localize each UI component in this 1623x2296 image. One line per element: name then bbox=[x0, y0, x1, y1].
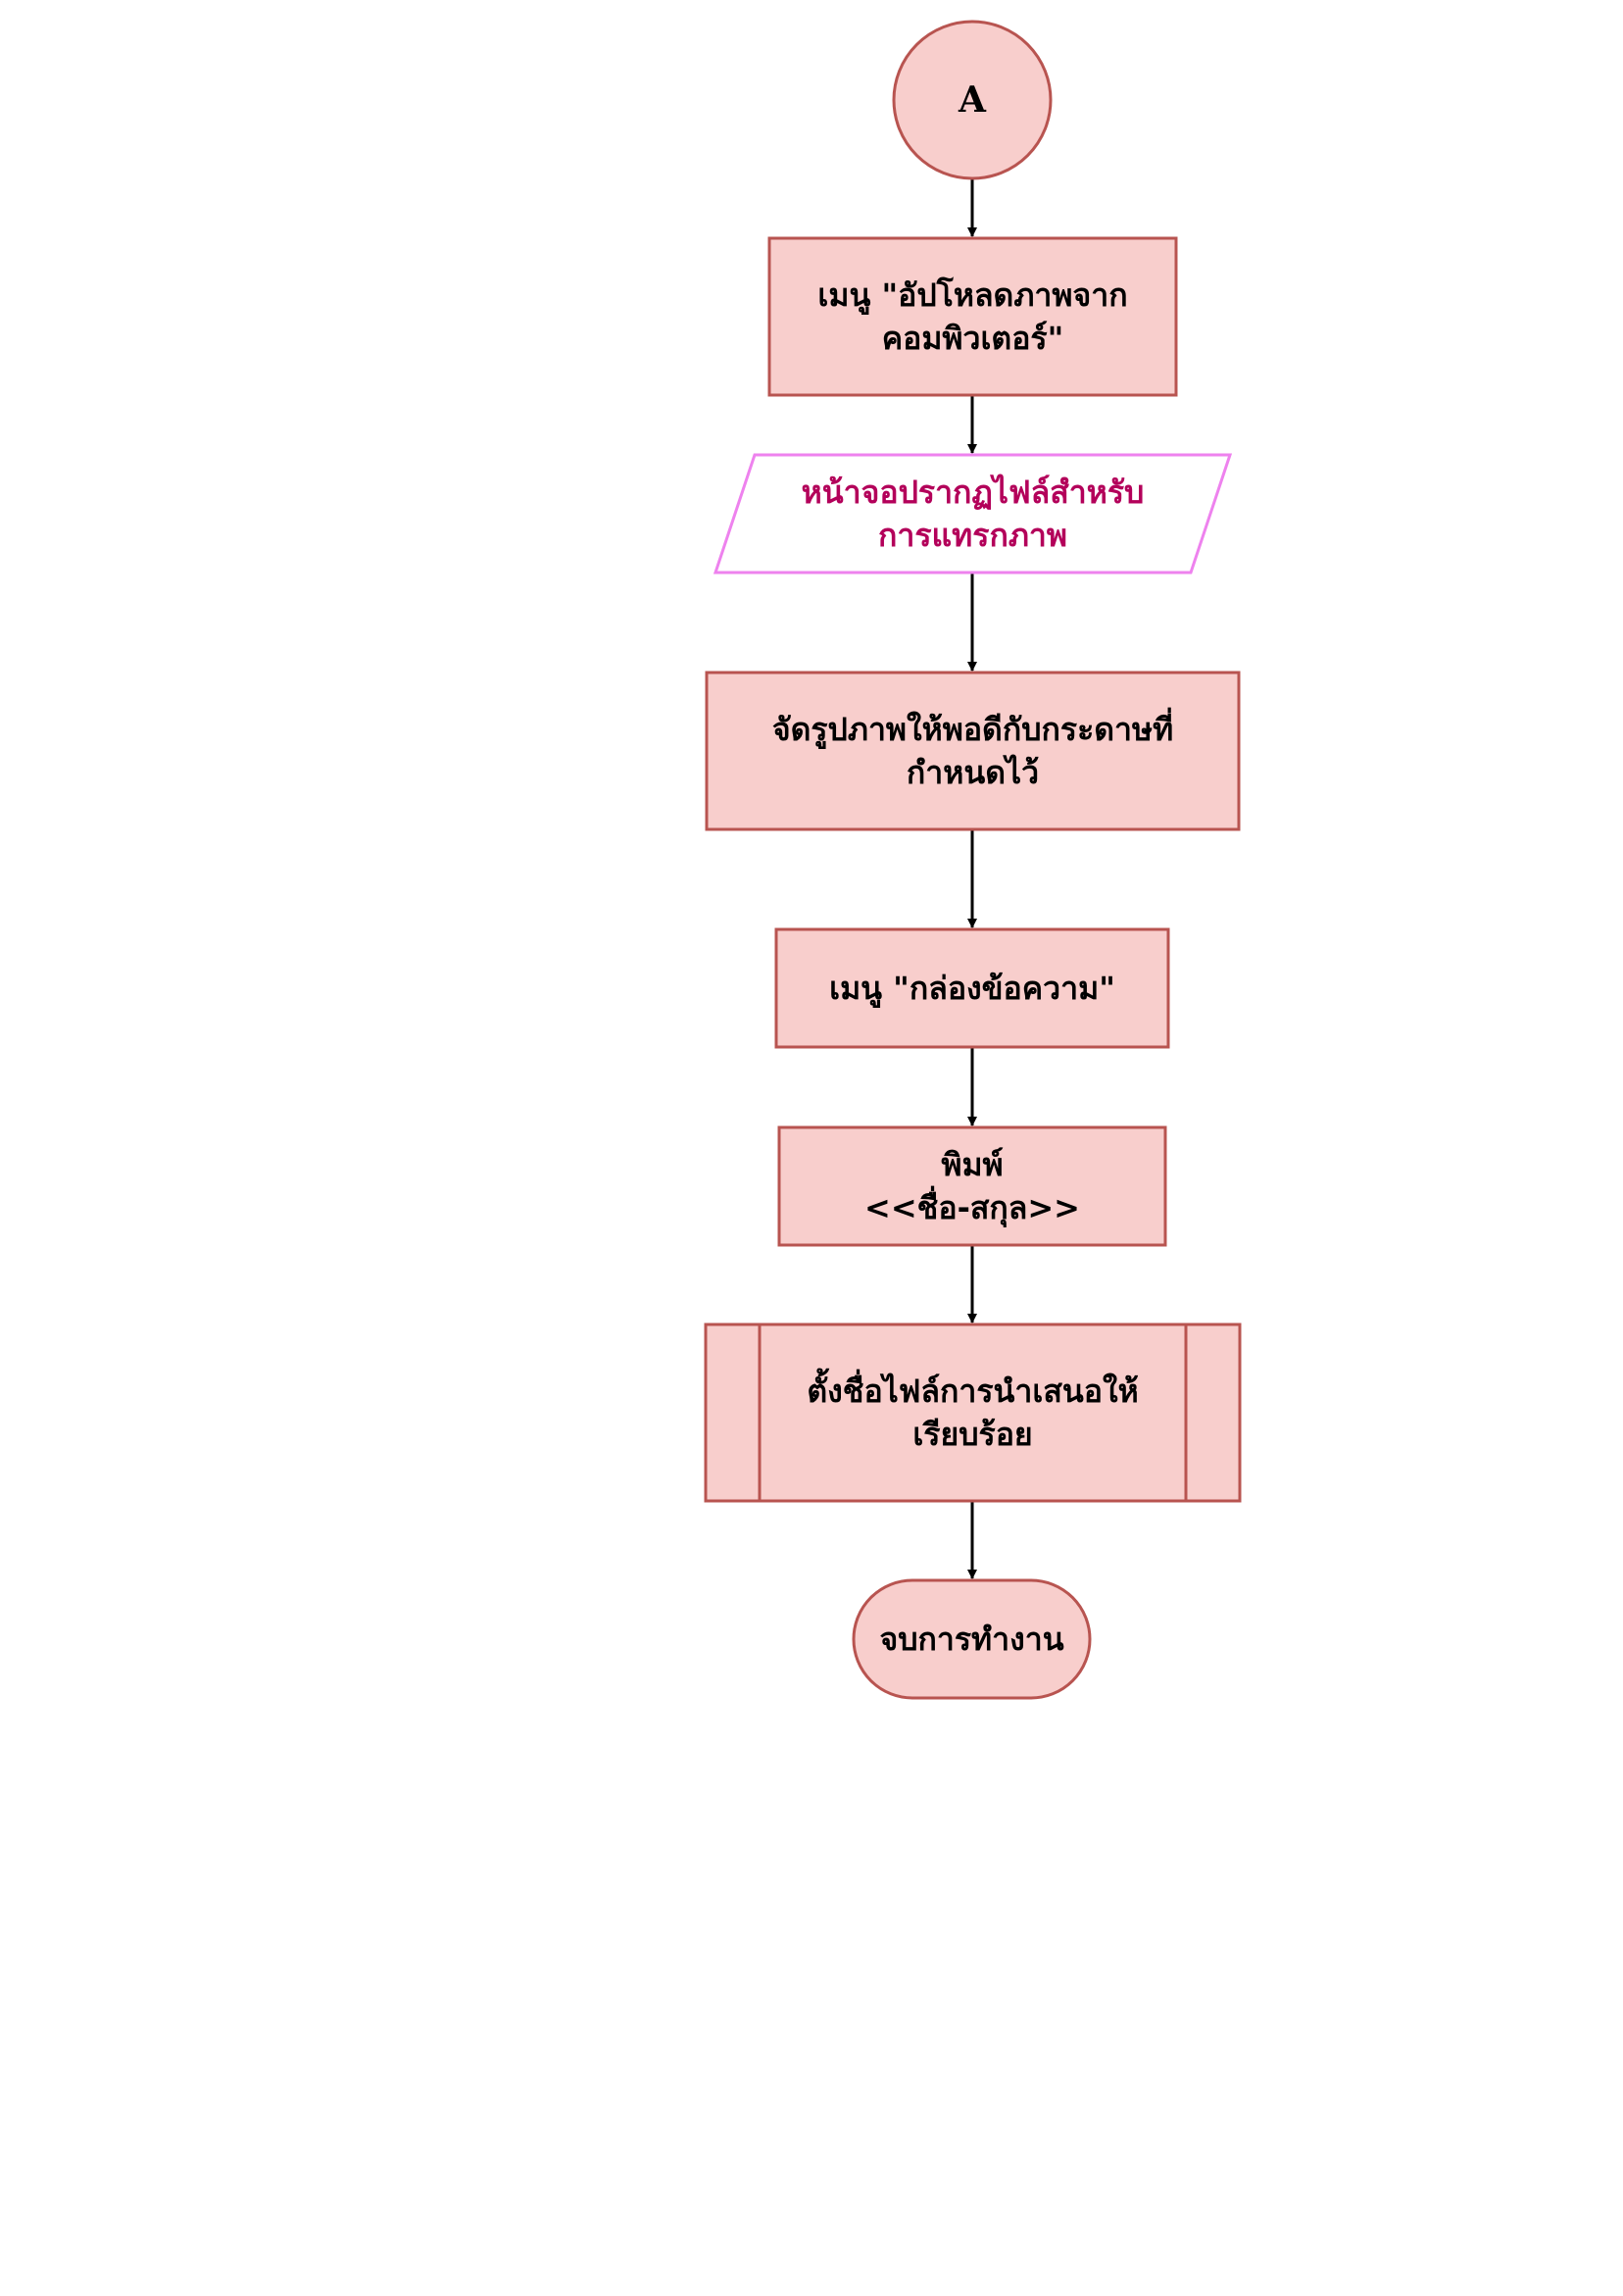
node-label-name-file: ตั้งชื่อไฟล์การนำเสนอให้ เรียบร้อย bbox=[807, 1373, 1139, 1453]
node-label-end: จบการทำงาน bbox=[879, 1621, 1064, 1658]
node-label-connector-a: A bbox=[959, 79, 986, 121]
node-shape-process bbox=[777, 1125, 1167, 1247]
node-connector-a bbox=[892, 20, 1053, 180]
node-label-type-name: พิมพ์ <<ชื่อ-สกุล>> bbox=[864, 1146, 1080, 1226]
node-type-name bbox=[777, 1125, 1167, 1247]
node-shape-predefined bbox=[704, 1323, 1242, 1503]
node-label-fit-image: จัดรูปภาพให้พอดีกับกระดาษที่ กำหนดไว้ bbox=[771, 711, 1174, 791]
node-menu-textbox bbox=[774, 927, 1170, 1049]
node-label-menu-textbox: เมนู "กล่องข้อความ" bbox=[829, 970, 1115, 1007]
nodes-layer bbox=[704, 20, 1242, 1700]
node-shape-circle bbox=[892, 20, 1053, 180]
node-end bbox=[852, 1578, 1092, 1700]
node-screen-files bbox=[713, 453, 1233, 574]
node-label-screen-files: หน้าจอปรากฏไฟล์สำหรับ การแทรกภาพ bbox=[801, 474, 1145, 554]
node-menu-upload bbox=[767, 236, 1178, 397]
node-shape-process bbox=[705, 671, 1241, 831]
node-shape-io bbox=[713, 453, 1233, 574]
node-shape-terminator bbox=[852, 1578, 1092, 1700]
node-fit-image bbox=[705, 671, 1241, 831]
node-shape-process bbox=[774, 927, 1170, 1049]
node-name-file bbox=[704, 1323, 1242, 1503]
node-shape-process bbox=[767, 236, 1178, 397]
node-label-menu-upload: เมนู "อัปโหลดภาพจาก คอมพิวเตอร์" bbox=[817, 276, 1128, 357]
